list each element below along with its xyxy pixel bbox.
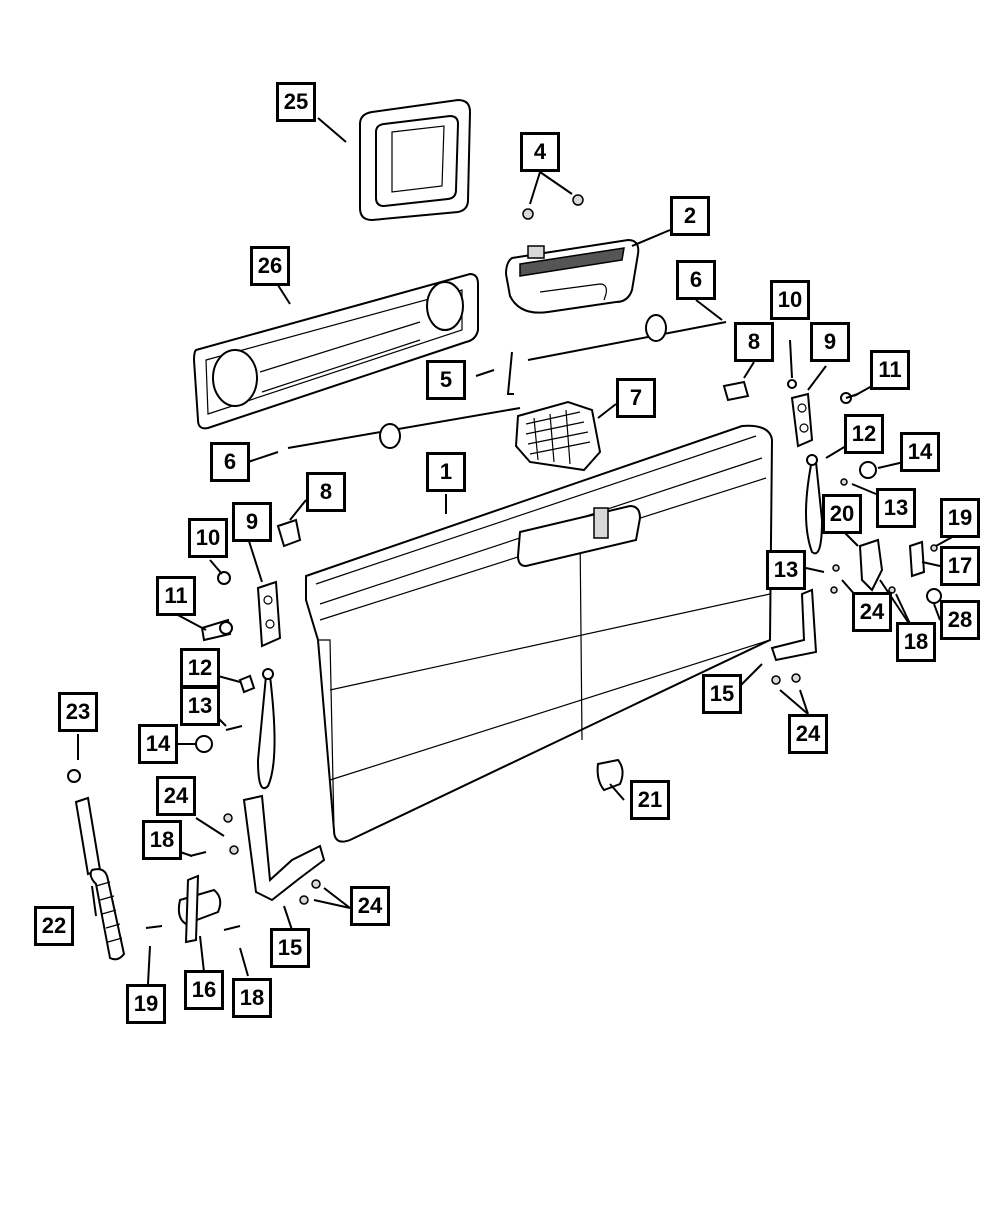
part-10-pin-right bbox=[787, 379, 797, 389]
part-13-bolt-upper-right bbox=[840, 478, 848, 486]
part-22-support-strut bbox=[74, 796, 126, 961]
callout-24-left-lower[interactable]: 24 bbox=[350, 886, 390, 926]
callout-15-left[interactable]: 15 bbox=[270, 928, 310, 968]
callout-7[interactable]: 7 bbox=[616, 378, 656, 418]
callout-22[interactable]: 22 bbox=[34, 906, 74, 946]
part-18-bolt-left-lower bbox=[223, 925, 241, 931]
part-24-screw bbox=[229, 845, 239, 855]
callout-21[interactable]: 21 bbox=[630, 780, 670, 820]
callout-8-left[interactable]: 8 bbox=[306, 472, 346, 512]
part-24-screw bbox=[830, 586, 838, 594]
callout-19-right[interactable]: 19 bbox=[940, 498, 980, 538]
part-26-inner-panel bbox=[192, 272, 479, 430]
callout-11-left[interactable]: 11 bbox=[156, 576, 196, 616]
callout-16[interactable]: 16 bbox=[184, 970, 224, 1010]
part-25-access-cover bbox=[359, 98, 472, 222]
callout-13-right[interactable]: 13 bbox=[766, 550, 806, 590]
part-20-pivot-plate bbox=[858, 538, 884, 592]
part-7-release-mechanism bbox=[514, 400, 602, 472]
callout-18-left-lower[interactable]: 18 bbox=[232, 978, 272, 1018]
callout-17[interactable]: 17 bbox=[940, 546, 980, 586]
callout-20[interactable]: 20 bbox=[822, 494, 862, 534]
part-8-bumper-left bbox=[276, 518, 302, 548]
callout-12-left[interactable]: 12 bbox=[180, 648, 220, 688]
part-18-bolt-left-upper bbox=[189, 851, 207, 857]
part-24-screw bbox=[311, 879, 321, 889]
part-24-screw bbox=[223, 813, 233, 823]
callout-6-lower[interactable]: 6 bbox=[210, 442, 250, 482]
part-15-hinge-right bbox=[770, 588, 818, 662]
callout-10-right[interactable]: 10 bbox=[770, 280, 810, 320]
part-24-screw bbox=[299, 895, 309, 905]
part-13-bolt-right bbox=[832, 564, 840, 572]
callout-14-right[interactable]: 14 bbox=[900, 432, 940, 472]
part-12-cable-left bbox=[238, 668, 276, 790]
part-12-cable-right bbox=[805, 454, 824, 555]
part-13-bolt-left bbox=[225, 725, 243, 731]
callout-1[interactable]: 1 bbox=[426, 452, 466, 492]
callout-18-left-upper[interactable]: 18 bbox=[142, 820, 182, 860]
part-1-tailgate bbox=[305, 424, 774, 843]
part-21-handle-clip bbox=[596, 758, 624, 792]
callout-28[interactable]: 28 bbox=[940, 600, 980, 640]
part-10-pin-left bbox=[217, 571, 231, 585]
callout-9-left[interactable]: 9 bbox=[232, 502, 272, 542]
callout-13-left[interactable]: 13 bbox=[180, 686, 220, 726]
callout-9-right[interactable]: 9 bbox=[810, 322, 850, 362]
callout-10-left[interactable]: 10 bbox=[188, 518, 228, 558]
part-5-clip bbox=[506, 351, 514, 395]
part-19-screw-left bbox=[145, 925, 163, 929]
part-11-stud-left bbox=[200, 618, 233, 642]
leader-lines bbox=[77, 117, 955, 985]
part-9-latch-right bbox=[790, 392, 814, 448]
part-6-upper-rod bbox=[527, 314, 727, 361]
callout-26[interactable]: 26 bbox=[250, 246, 290, 286]
callout-6-upper[interactable]: 6 bbox=[676, 260, 716, 300]
part-28-clip bbox=[926, 588, 942, 604]
callout-8-right[interactable]: 8 bbox=[734, 322, 774, 362]
part-23-ball-stud bbox=[67, 769, 81, 783]
part-24-screw bbox=[791, 673, 801, 683]
part-15-hinge-left bbox=[242, 794, 326, 902]
part-8-bumper-right bbox=[722, 380, 750, 402]
part-16-pivot-left bbox=[177, 874, 222, 944]
part-19-screw-right bbox=[930, 544, 938, 552]
part-4-nuts bbox=[522, 194, 584, 220]
part-24-screw bbox=[771, 675, 781, 685]
callout-12-right[interactable]: 12 bbox=[844, 414, 884, 454]
part-14-bushing-left bbox=[195, 735, 213, 753]
part-6-lower-rod bbox=[287, 407, 521, 449]
callout-11-right[interactable]: 11 bbox=[870, 350, 910, 390]
part-11-stud-right bbox=[840, 392, 859, 404]
part-17-pivot-right bbox=[908, 540, 926, 578]
callout-14-left[interactable]: 14 bbox=[138, 724, 178, 764]
part-18-bolt-right bbox=[888, 586, 896, 594]
callout-5[interactable]: 5 bbox=[426, 360, 466, 400]
callout-19-left[interactable]: 19 bbox=[126, 984, 166, 1024]
callout-24-right-upper[interactable]: 24 bbox=[852, 592, 892, 632]
callout-24-right-lower[interactable]: 24 bbox=[788, 714, 828, 754]
part-2-handle bbox=[504, 238, 640, 314]
callout-24-left-upper[interactable]: 24 bbox=[156, 776, 196, 816]
callout-23[interactable]: 23 bbox=[58, 692, 98, 732]
part-9-latch-left bbox=[256, 580, 282, 648]
callout-4[interactable]: 4 bbox=[520, 132, 560, 172]
part-14-bushing-right bbox=[859, 461, 877, 479]
callout-13-upper-right[interactable]: 13 bbox=[876, 488, 916, 528]
callout-25[interactable]: 25 bbox=[276, 82, 316, 122]
callout-15-right[interactable]: 15 bbox=[702, 674, 742, 714]
callout-2[interactable]: 2 bbox=[670, 196, 710, 236]
callout-18-right[interactable]: 18 bbox=[896, 622, 936, 662]
